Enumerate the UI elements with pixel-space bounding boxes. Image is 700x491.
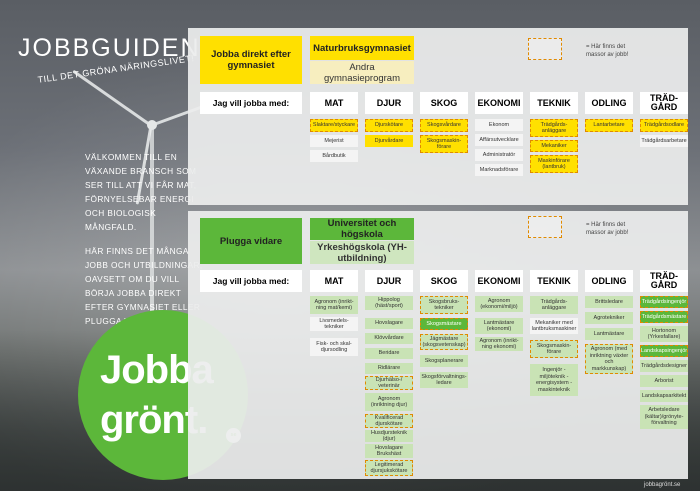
program-yh[interactable]: Yrkeshögskola (YH-utbildning) [310,241,414,264]
job-cell[interactable]: Hortonom (Yrkesfallare) [640,326,688,342]
column-ekonomi[interactable]: EKONOMI [475,92,523,114]
job-cell[interactable]: Trädgårdsarbetare [640,135,688,147]
job-cell[interactable]: Fisk- och skal-djursodling [310,338,358,356]
program-universitet[interactable]: Universitet och högskola [310,218,414,240]
job-cell[interactable]: Agronom (med inriktning växter och markk… [585,344,633,374]
job-cell[interactable]: Ingenjör - miljöteknik - energisystem - … [530,364,578,396]
job-cell[interactable]: Kvalificerad djurskötare [365,414,413,428]
column-djur[interactable]: DJUR [365,270,413,292]
job-cell[interactable]: Administratör [475,149,523,161]
footer-url[interactable]: jobbagrönt.se [644,482,681,488]
wind-turbine-hub [147,120,157,130]
job-cell[interactable]: Hovslagare [365,318,413,329]
job-cell[interactable]: Mekaniker med lantbruksmaskiner [530,318,578,334]
job-cell[interactable]: Skogsförvaltnings-ledare [420,372,468,388]
job-cell[interactable]: Agrotekniker [585,312,633,324]
job-cell[interactable]: Brittsledare [585,296,633,308]
job-cell[interactable]: Skogsbruks-tekniker [420,296,468,314]
column-teknik[interactable]: TEKNIK [530,270,578,292]
job-cell[interactable]: Legitimerad djursjukskötare [365,460,413,476]
row-label: Jag vill jobba med: [200,270,302,292]
job-cell[interactable]: Klövvårdare [365,333,413,344]
column-ekonomi[interactable]: EKONOMI [475,270,523,292]
job-cell[interactable]: Husdjursteknik (djur) [365,430,413,442]
column-skog[interactable]: SKOG [420,270,468,292]
legend-dashed-box [528,216,562,238]
column-mat[interactable]: MAT [310,270,358,292]
job-cell[interactable]: Djurhälso-/ veterinär [365,376,413,390]
job-cell[interactable]: Trädgårds-anläggare [530,296,578,314]
legend-dashed-box [528,38,562,60]
job-cell[interactable]: Livsmedels-tekniker [310,317,358,331]
column-teknik[interactable]: TEKNIK [530,92,578,114]
section-study-title: Plugga vidare [200,218,302,264]
column-odling[interactable]: ODLING [585,270,633,292]
job-cell[interactable]: Landskapsarkitekt [640,390,688,402]
column-odling[interactable]: ODLING [585,92,633,114]
job-cell[interactable]: Slaktare/styckare [310,119,358,132]
job-cell[interactable]: Trädgårdsodlare [640,119,688,132]
job-cell[interactable]: Agronom (inriktning djur) [365,393,413,411]
job-cell[interactable]: Trädgårds-anläggare [530,119,578,137]
job-cell[interactable]: Marknadsförare [475,164,523,176]
job-cell[interactable]: Affärsutvecklare [475,134,523,146]
job-cell[interactable]: Jägmästare (skogsvetenskap) [420,334,468,350]
job-cell[interactable]: Skogsmaskin-förare [420,135,468,153]
job-cell[interactable]: Lantmästare (ekonomi) [475,318,523,334]
program-naturbruk[interactable]: Naturbruksgymnasiet [310,36,414,60]
job-cell[interactable]: Lantarbetare [585,119,633,132]
job-cell[interactable]: Hovslagare Brukshäst [365,444,413,458]
job-cell[interactable]: Trädgårdsingenjör [640,296,688,308]
job-cell[interactable]: Ekonom [475,119,523,131]
column-skog[interactable]: SKOG [420,92,468,114]
job-cell[interactable]: Mekaniker [530,140,578,152]
job-cell[interactable]: Hippolog (häst/sport) [365,296,413,310]
job-cell[interactable]: Beridare [365,348,413,359]
job-cell[interactable]: Djurvårdare [365,135,413,147]
job-cell[interactable]: Agronom (inrikt-ning mat/kemi) [310,296,358,314]
job-cell[interactable]: Skogsplanerare [420,355,468,367]
job-cell[interactable]: Arbetsledare (kältar)/grönyte-förvaltnin… [640,405,688,429]
job-cell[interactable]: Agronom (ekonomi/miljö) [475,296,523,312]
section-direct-title: Jobba direkt efter gymnasiet [200,36,302,84]
column-tradgard[interactable]: TRÄD-GÅRD [640,270,688,292]
wind-turbine-tower [150,125,154,375]
job-cell[interactable]: Lantmästare [585,328,633,340]
job-cell[interactable]: Agronom (inrikt-ning ekonomi) [475,337,523,351]
job-cell[interactable]: Trädgårdsmästare [640,311,688,323]
job-cell[interactable]: Skogsmaskin-förare [530,340,578,358]
program-andra[interactable]: Andra gymnasieprogram [310,61,414,84]
job-cell[interactable]: Mejerist [310,135,358,147]
row-label: Jag vill jobba med: [200,92,302,114]
job-cell[interactable]: Ridlärare [365,363,413,374]
column-mat[interactable]: MAT [310,92,358,114]
job-cell[interactable]: Bårdbutik [310,150,358,162]
job-cell[interactable]: Landskapsingenjör [640,345,688,357]
job-cell[interactable]: Maskinförare (lantbruk) [530,155,578,173]
legend-text: = Här finns det massor av jobb! [586,44,629,58]
job-cell[interactable]: Trädgårdsdesigner [640,360,688,372]
legend-text: = Här finns det massor av jobb! [586,222,629,236]
job-cell[interactable]: Skogsmästare [420,318,468,330]
job-cell[interactable]: Skogsvårdare [420,119,468,132]
job-cell[interactable]: Arborist [640,375,688,387]
page-title: JOBBGUIDEN [18,34,201,62]
column-tradgard[interactable]: TRÄD-GÅRD [640,92,688,114]
column-djur[interactable]: DJUR [365,92,413,114]
job-cell[interactable]: Djurskötare [365,119,413,132]
intro-paragraph: VÄLKOMMEN TILL EN VÄXANDE BRANSCH SOM SE… [85,152,197,232]
